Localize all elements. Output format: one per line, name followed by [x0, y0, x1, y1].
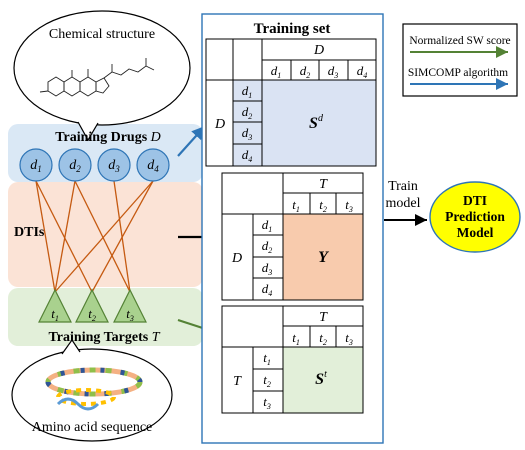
target-node-2: t2	[75, 288, 109, 323]
st-matrix	[221, 305, 364, 414]
st-row-t1: t1	[263, 350, 271, 367]
drug-node-4: d4	[136, 148, 170, 182]
target-node-1: t1	[38, 288, 72, 323]
amino-acid-caption: Amino acid sequence	[32, 420, 153, 435]
svg-text:d1: d1	[30, 158, 42, 174]
y-col-header: T	[319, 177, 328, 192]
sd-matrix	[205, 38, 377, 167]
st-matrix-label: St	[315, 369, 327, 388]
legend-simcomp-label: SIMCOMP algorithm	[408, 67, 508, 79]
y-row-d2: d2	[262, 238, 273, 255]
y-row-header: D	[231, 251, 242, 266]
interaction-edge	[54, 180, 76, 293]
st-col-header: T	[319, 310, 328, 325]
chemical-structure-bubble: Chemical structure	[13, 10, 191, 142]
drug-node-3: d3	[97, 148, 131, 182]
svg-text:d2: d2	[69, 158, 81, 174]
training-targets-label: Training Targets T	[49, 330, 161, 345]
drug-node-1: d1	[19, 148, 53, 182]
protein-sequence-drawing	[45, 367, 143, 411]
sd-row-header: D	[214, 117, 225, 132]
st-row-t3: t3	[263, 394, 271, 411]
y-row-d4: d4	[262, 281, 273, 298]
svg-text:t2: t2	[88, 306, 96, 323]
interaction-edge	[35, 180, 93, 293]
interaction-edge	[54, 180, 154, 293]
interaction-edge	[74, 180, 131, 293]
st-row-header: T	[233, 374, 242, 389]
st-row-t2: t2	[263, 372, 271, 389]
sd-matrix-label: Sd	[309, 113, 324, 132]
y-row-d1: d1	[262, 217, 273, 234]
legend-sw-label: Normalized SW score	[409, 35, 510, 47]
interaction-edge	[35, 180, 56, 293]
drug-node-2: d2	[58, 148, 92, 182]
svg-text:d4: d4	[147, 158, 159, 174]
molecule-drawing	[39, 58, 155, 97]
sd-row-d1: d1	[242, 83, 253, 100]
st-col-t2: t2	[319, 330, 327, 347]
interaction-edges	[35, 180, 154, 293]
interaction-edge	[91, 180, 154, 293]
sd-row-d2: d2	[242, 104, 253, 121]
sd-col-header: D	[313, 43, 324, 58]
svg-text:t1: t1	[51, 306, 59, 323]
chemical-structure-caption: Chemical structure	[49, 27, 155, 42]
st-col-t1: t1	[292, 330, 300, 347]
y-col-t1: t1	[292, 197, 300, 214]
y-col-t3: t3	[345, 197, 353, 214]
sd-col-d3: d3	[328, 63, 339, 80]
training-drugs-label: Training Drugs D	[55, 130, 161, 145]
sd-row-d4: d4	[242, 147, 253, 164]
y-col-t2: t2	[319, 197, 327, 214]
amino-acid-bubble: Amino acid sequence	[11, 338, 173, 442]
sd-col-d1: d1	[271, 63, 282, 80]
y-matrix	[221, 172, 364, 301]
sd-row-d3: d3	[242, 125, 253, 142]
sd-col-d2: d2	[300, 63, 311, 80]
y-matrix-label: Y	[318, 249, 329, 266]
dtis-label: DTIs	[14, 225, 45, 240]
legend: Normalized SW score SIMCOMP algorithm	[402, 23, 518, 97]
simcomp-arrow	[177, 125, 206, 157]
training-set-title: Training set	[254, 21, 331, 37]
target-node-3: t3	[113, 288, 147, 323]
svg-text:t3: t3	[126, 306, 134, 323]
sd-col-d4: d4	[357, 63, 368, 80]
svg-text:d3: d3	[108, 158, 120, 174]
st-col-t3: t3	[345, 330, 353, 347]
y-row-d3: d3	[262, 260, 273, 277]
